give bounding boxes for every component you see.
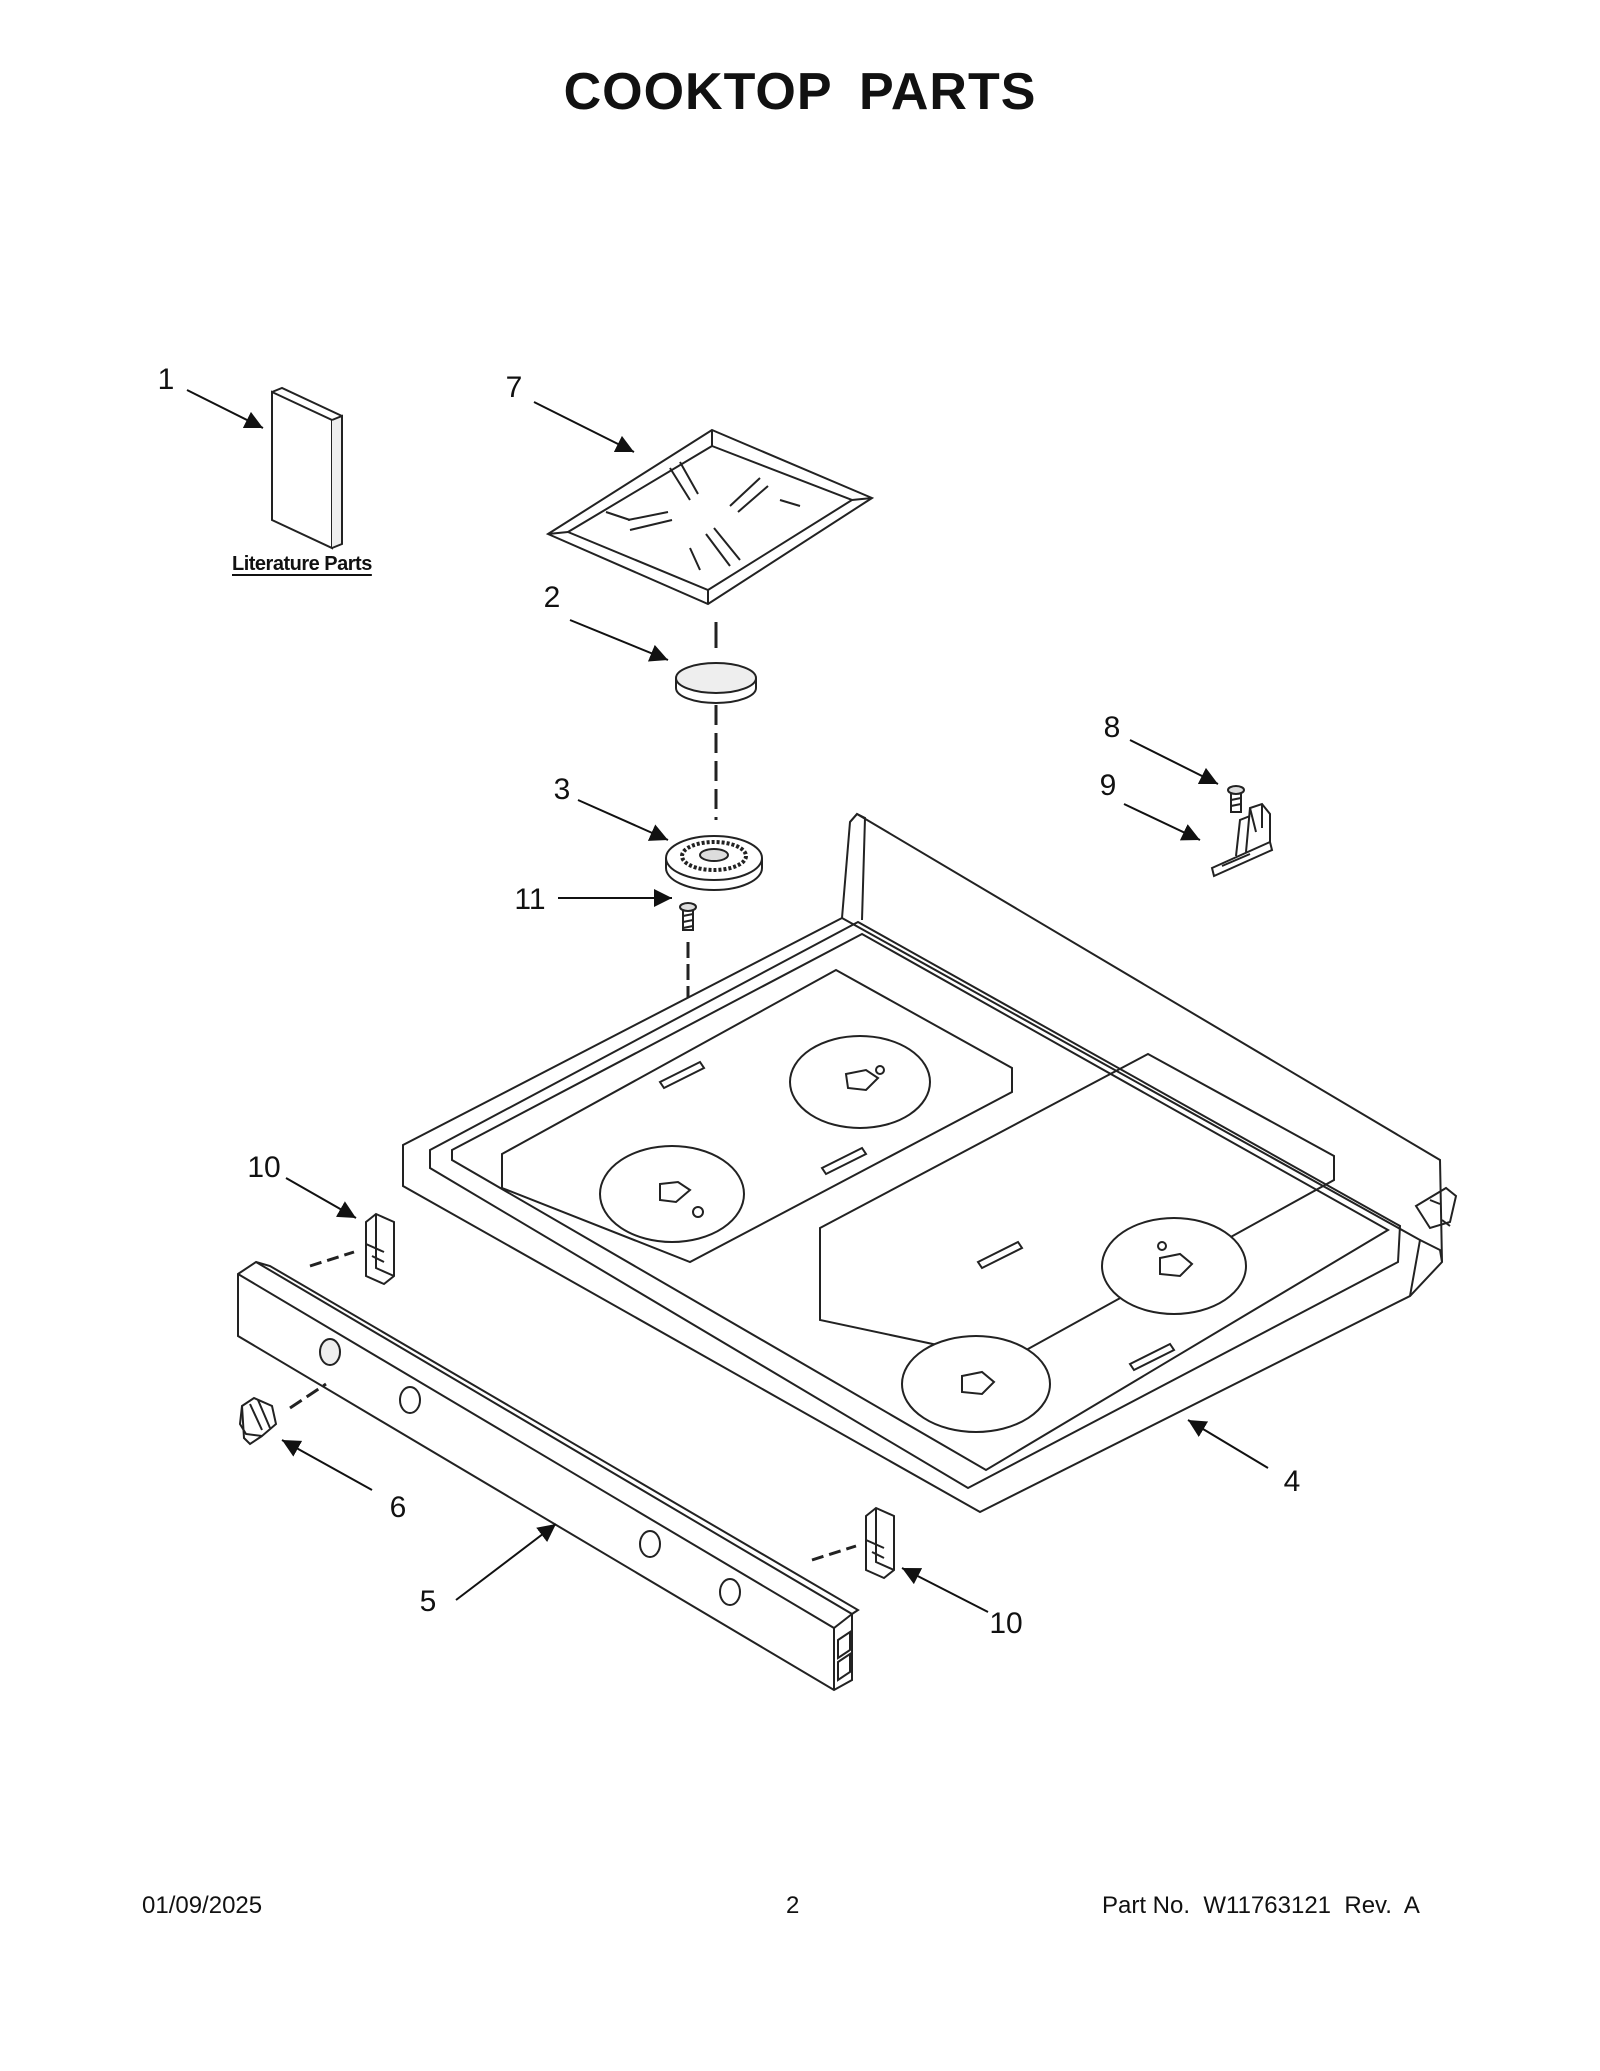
callout-11[interactable]: 11 <box>514 883 546 916</box>
literature-booklet-part[interactable] <box>271 386 343 550</box>
callout-9[interactable]: 9 <box>1099 769 1117 802</box>
knob-alignment-line <box>289 1382 327 1410</box>
callout-10-right[interactable]: 10 <box>989 1607 1023 1640</box>
callout-5[interactable]: 5 <box>419 1585 437 1618</box>
burner-screw-part[interactable] <box>679 902 697 931</box>
burner-base-part[interactable] <box>665 835 763 891</box>
mounting-screw-part[interactable] <box>1227 785 1245 813</box>
burner-cap-part[interactable] <box>675 662 757 704</box>
callout-7[interactable]: 7 <box>505 371 523 404</box>
callout-10-left[interactable]: 10 <box>247 1151 281 1184</box>
control-knob-part[interactable] <box>238 1396 278 1446</box>
manifold-panel-part[interactable] <box>237 1260 860 1692</box>
anti-tip-bracket-part[interactable] <box>1210 802 1274 878</box>
burner-grate-part[interactable] <box>545 428 875 606</box>
literature-parts-label[interactable]: Literature Parts <box>232 553 372 575</box>
clip-right-alignment-line <box>811 1544 857 1562</box>
callout-leader-lines <box>186 389 1269 1613</box>
callout-2[interactable]: 2 <box>543 581 561 614</box>
panel-clip-left-part[interactable] <box>365 1212 395 1286</box>
cooktop-main-top-part[interactable] <box>402 812 1458 1514</box>
callout-3[interactable]: 3 <box>553 773 571 806</box>
callout-6[interactable]: 6 <box>389 1491 407 1524</box>
callout-1[interactable]: 1 <box>157 363 175 396</box>
footer-part-number: Part No. W11763121 Rev. A <box>1102 1892 1420 1919</box>
panel-clip-right-part[interactable] <box>865 1506 895 1580</box>
clip-left-alignment-line <box>309 1250 355 1268</box>
callout-4[interactable]: 4 <box>1283 1465 1301 1498</box>
page-title: COOKTOP PARTS <box>563 63 1037 121</box>
footer-page-number: 2 <box>786 1892 800 1919</box>
callout-8[interactable]: 8 <box>1103 711 1121 744</box>
footer-date: 01/09/2025 <box>142 1892 263 1919</box>
